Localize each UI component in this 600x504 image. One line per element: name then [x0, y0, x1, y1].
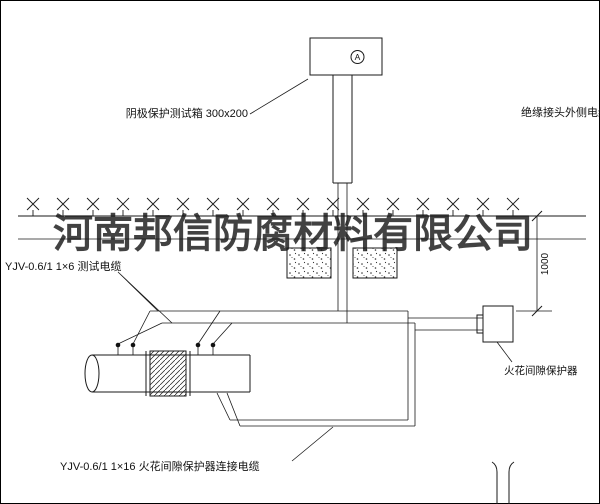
test-box-leader — [249, 78, 309, 115]
insulating-flange — [149, 350, 187, 397]
test-box-outline — [309, 37, 383, 76]
protector-leader — [496, 341, 513, 363]
cable-lower-drops — [216, 392, 241, 427]
test-cable-label: YJV-0.6/1 1×6 测试电缆 — [5, 260, 121, 273]
protector-cable-leader — [291, 426, 334, 462]
ammeter-letter: A — [355, 52, 361, 62]
dimension-ticks — [531, 210, 543, 317]
conduit-riser — [332, 75, 353, 323]
outer-cable-label: 绝缘接头外侧电缆 — [521, 105, 600, 119]
cable-terminals — [115, 342, 216, 355]
cable-runs — [117, 310, 483, 427]
concrete-block-right — [352, 247, 398, 279]
riser-cables — [337, 183, 348, 323]
terminal-dot — [195, 342, 201, 348]
concrete-block-left — [286, 247, 332, 279]
spark-protector-label: 火花间隙保护器 — [504, 364, 578, 377]
terminal-diagonals — [117, 310, 233, 345]
test-cable-leaders — [117, 271, 173, 324]
pipeline — [84, 342, 251, 397]
dimension-text: 1000 — [540, 252, 551, 275]
protector-cable-label: YJV-0.6/1 1×16 火花间隙保护器连接电缆 — [60, 459, 260, 473]
protector-stub-cables — [408, 317, 483, 331]
ammeter-symbol — [350, 50, 365, 64]
watermark: 河南邦信防腐材料有限公司 — [53, 211, 533, 256]
protector-plate — [476, 314, 484, 334]
dimension-depth: 1000 — [516, 210, 552, 317]
terminal-stubs — [117, 347, 214, 355]
terminal-dot — [210, 342, 216, 348]
cable-run-lower — [230, 419, 415, 427]
dimension-line — [516, 216, 552, 312]
flange-plates — [145, 351, 191, 396]
terminal-dot — [130, 342, 136, 348]
test-box-label: 阴极保护测试箱 300x200 — [126, 106, 248, 120]
cable-verticals — [407, 311, 416, 426]
test-box: A — [309, 37, 383, 76]
pipe-stub-symbol — [491, 461, 515, 504]
spark-gap-protector — [476, 305, 514, 363]
conduit-casing — [332, 75, 353, 184]
terminal-dot — [115, 342, 121, 348]
